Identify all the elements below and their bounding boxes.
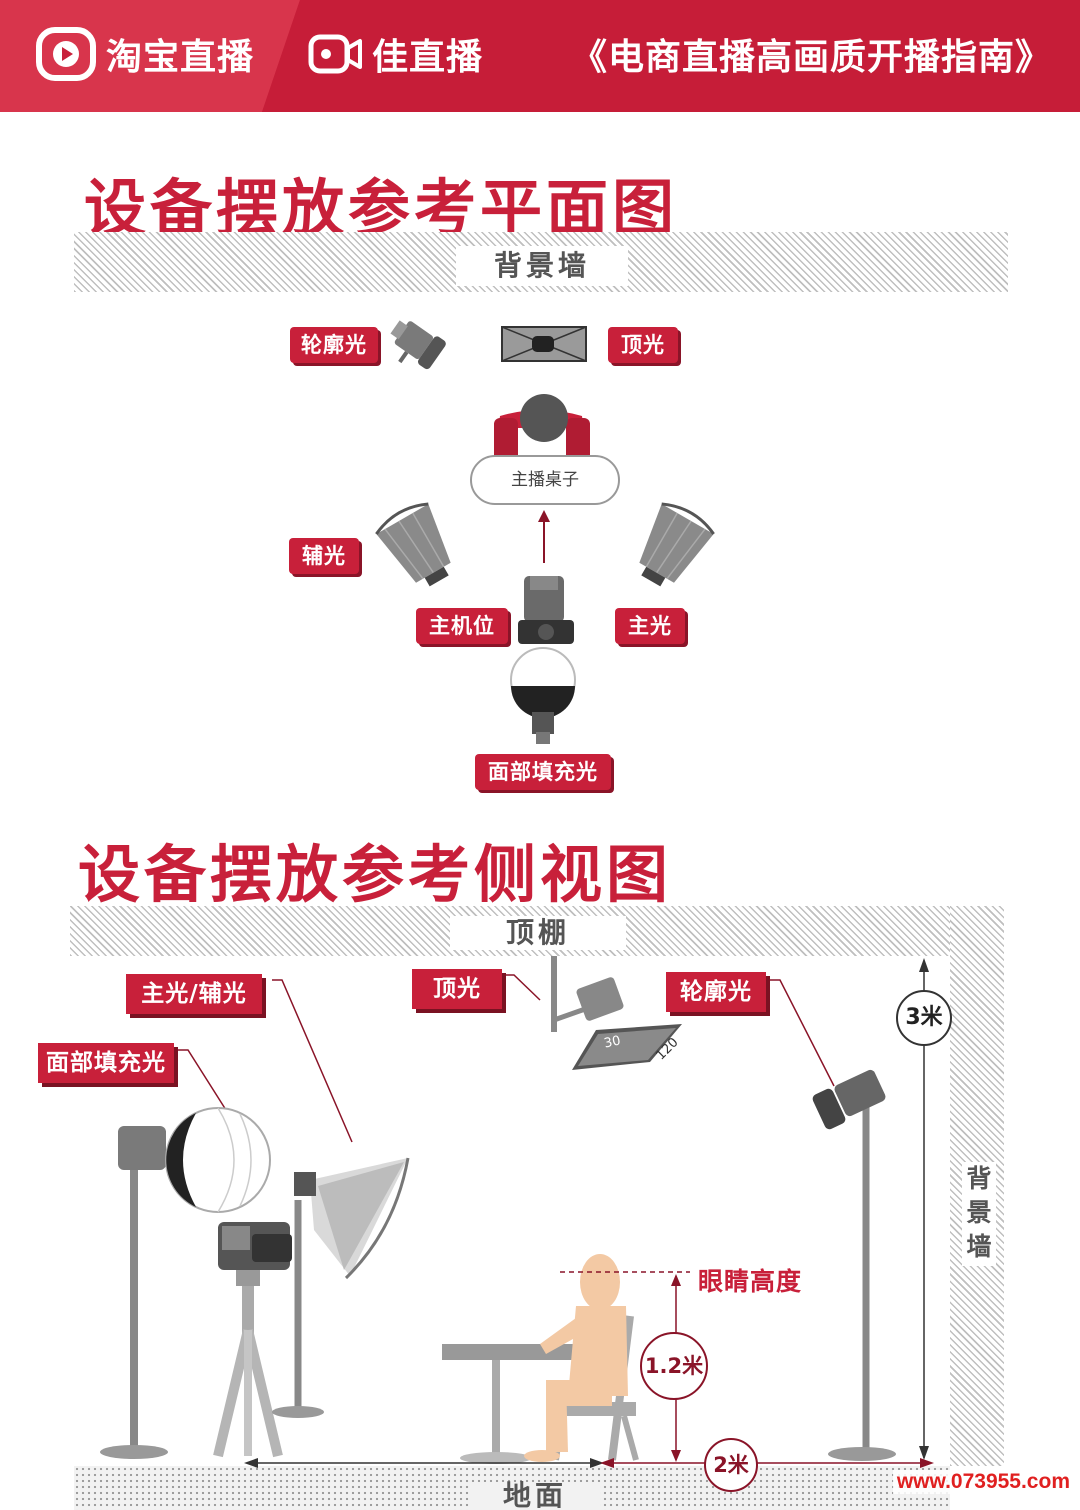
arrow-head-down [671,1450,681,1462]
plan-label-main-camera: 主机位 [416,608,508,644]
arrow-head-right [920,1458,934,1468]
distance-badge: 2米 [704,1438,758,1492]
header-decoration [0,0,1080,112]
side-title: 设备摆放参考侧视图 [78,838,673,911]
side-wall-label: 背景墙 [962,1162,996,1266]
arrow-head-left [244,1458,258,1468]
brand-taobao-text: 淘宝直播 [106,37,255,78]
floor-label: 地面 [470,1482,600,1510]
lantern-light-icon [510,647,576,744]
lantern-light-icon [100,1107,271,1459]
taobao-live-icon [36,27,96,81]
camera-icon [518,576,574,644]
main-fill-connector [272,979,353,1143]
header-banner: 淘宝直播 佳直播 《电商直播高画质开播指南》 [0,0,1080,112]
arrow-head-down [919,1446,929,1460]
parabolic-softbox-icon [272,1157,410,1418]
parabolic-softbox-icon [375,502,451,587]
tripod-icon [213,1286,283,1458]
plan-arrow-head [538,510,550,522]
plan-label-fill-light: 辅光 [289,538,359,574]
plan-label-main-light: 主光 [615,608,685,644]
anchor-desk: 主播桌子 [470,455,620,505]
arrow-head-right [590,1458,604,1468]
watermark: www.073955.com [892,1470,1074,1494]
spotlight-icon [390,320,446,370]
plan-wall-label: 背景墙 [456,246,628,286]
softbox-icon [501,326,587,362]
table-icon [442,1344,582,1464]
ceiling-label: 顶棚 [450,916,626,950]
side-label-main-fill: 主光/辅光 [126,974,262,1014]
arrow-head-up [671,1274,681,1286]
side-label-rim-light: 轮廓光 [666,972,766,1012]
softbox-width-text: 30 [603,1033,622,1051]
seated-person-icon [524,1254,628,1462]
ceiling-height-badge: 3米 [896,990,952,1046]
brand-taobao: 淘宝直播 [36,24,254,84]
plan-label-top-light: 顶光 [608,327,678,363]
header-title: 《电商直播高画质开播指南》 [570,37,1052,78]
side-label-top-light: 顶光 [412,969,502,1009]
eye-height-badge: 1.2米 [640,1332,708,1400]
anchor-icon [494,394,590,462]
spotlight-icon [812,1069,896,1461]
overhead-softbox-icon [551,956,682,1070]
parabolic-softbox-icon [639,502,715,587]
plan-label-rim-light: 轮廓光 [290,327,378,363]
side-label-face-fill: 面部填充光 [38,1043,174,1083]
camera-icon [218,1222,292,1286]
brand-jia-text: 佳直播 [372,37,484,78]
eye-height-label: 眼睛高度 [698,1267,803,1296]
video-camera-icon [308,34,362,74]
rim-light-connector [770,979,835,1087]
face-fill-connector [178,1049,227,1111]
brand-jia: 佳直播 [308,24,483,84]
plan-label-face-fill: 面部填充光 [475,754,611,790]
arrow-head-up [919,958,929,972]
arrow-head-left [600,1458,614,1468]
top-light-connector [506,974,541,1001]
